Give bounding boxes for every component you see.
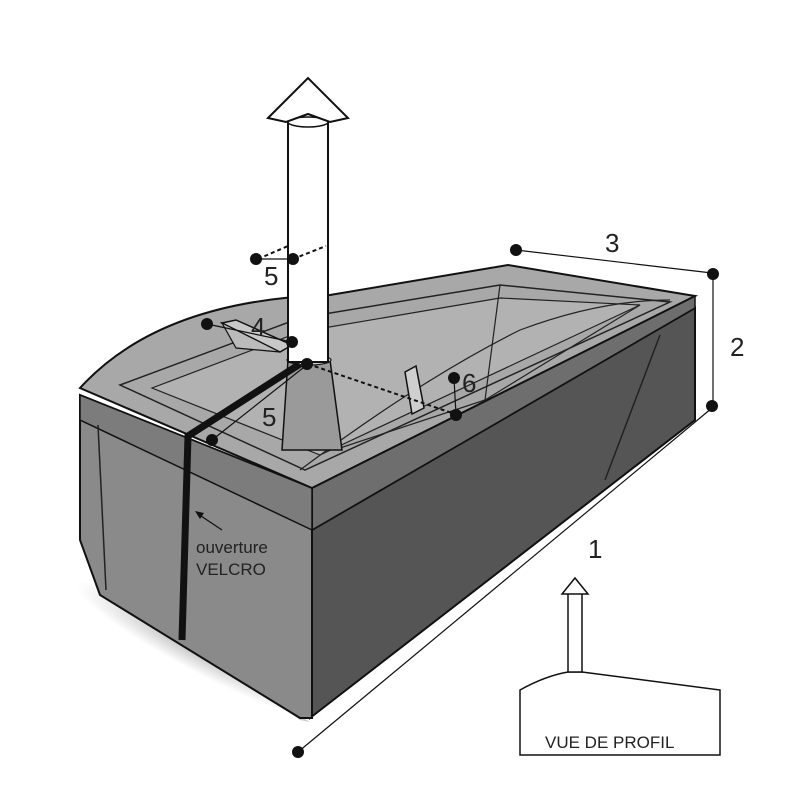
velcro-strip	[178, 361, 302, 641]
velcro-label-line1: ouverture	[196, 538, 268, 557]
up-arrow-icon	[266, 76, 350, 124]
dimension-dot-icon	[510, 244, 522, 256]
label-chimney-height: 5	[264, 261, 278, 291]
dimension-dot-icon	[707, 268, 719, 280]
dimension-dot-icon	[450, 409, 462, 421]
up-arrow-icon	[560, 576, 590, 595]
label-opening-edge: 6	[462, 368, 476, 398]
dimension-dot-icon	[292, 746, 304, 758]
label-length: 1	[588, 534, 602, 564]
velcro-label-line2: VELCRO	[196, 560, 266, 579]
chimney-pipe	[287, 121, 329, 363]
label-chimney-offset: 4	[251, 312, 265, 342]
dimension-dot-icon	[206, 434, 218, 446]
dimension-dot-icon	[250, 253, 262, 265]
dimension-dot-icon	[301, 358, 313, 370]
profile-view-outline	[519, 671, 721, 756]
label-chimney-distance: 5	[262, 402, 276, 432]
dimension-dot-icon	[201, 318, 213, 330]
label-width: 3	[605, 228, 619, 258]
dimension-dot-icon	[706, 400, 718, 412]
profile-view-label: VUE DE PROFIL	[545, 733, 674, 752]
dimension-dot-icon	[287, 253, 299, 265]
dimension-dot-icon	[286, 336, 298, 348]
dimension-dot-icon	[448, 372, 460, 384]
pointer-arrow-icon	[195, 511, 204, 519]
label-height: 2	[730, 332, 744, 362]
